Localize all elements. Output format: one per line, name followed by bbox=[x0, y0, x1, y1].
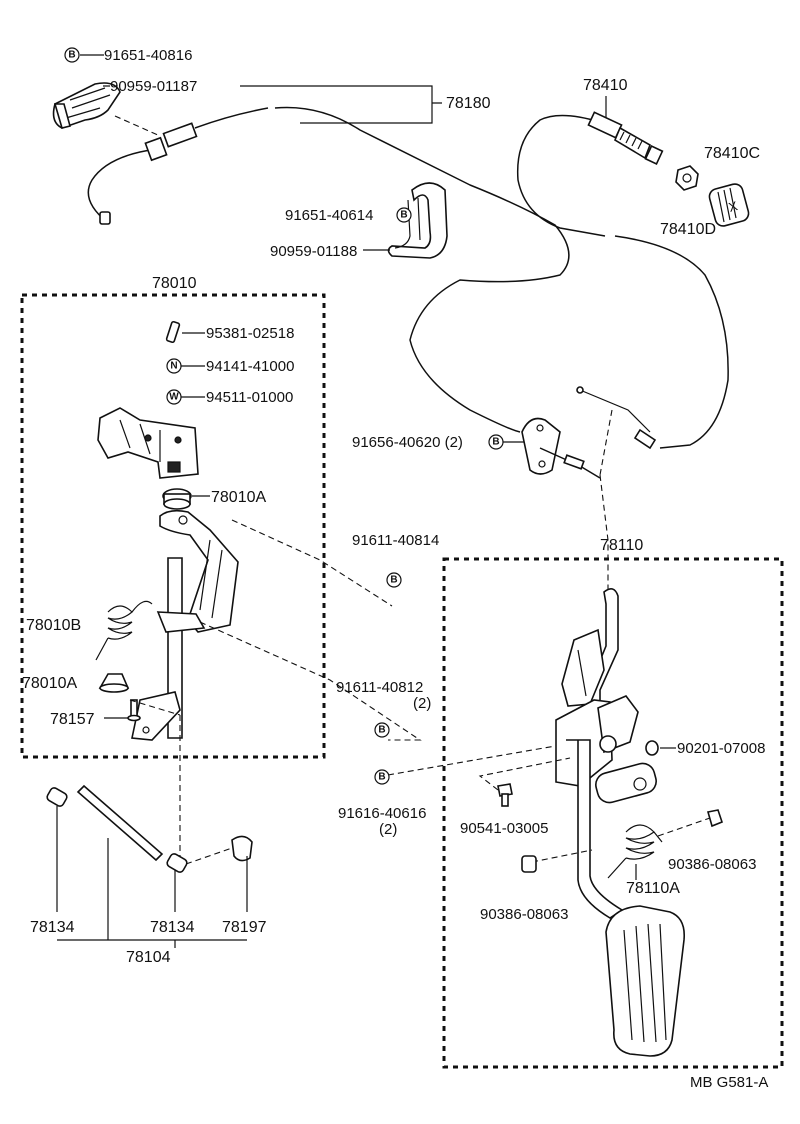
pin-95381-02518 bbox=[165, 320, 181, 344]
label-78157: 78157 bbox=[50, 711, 95, 728]
label-91616-40616-qty: (2) bbox=[379, 821, 397, 838]
nut-78410D bbox=[675, 165, 699, 191]
label-91651-40816: 91651-40816 bbox=[104, 47, 192, 64]
bracket-part bbox=[97, 407, 199, 479]
leaders-78104 bbox=[56, 806, 248, 948]
screw-90541-03005 bbox=[497, 783, 513, 807]
label-78110: 78110 bbox=[600, 537, 643, 554]
label-78410D: 78410D bbox=[660, 221, 716, 238]
label-90959-01188: 90959-01188 bbox=[270, 243, 357, 260]
svg-text:B: B bbox=[378, 772, 385, 783]
label-78110A: 78110A bbox=[626, 880, 680, 897]
cable-78410 bbox=[516, 111, 729, 450]
bushing-78134-left bbox=[46, 787, 68, 807]
clip-part-top-left bbox=[52, 82, 121, 129]
label-78010A-top: 78010A bbox=[211, 489, 266, 506]
b-marker-1: B bbox=[64, 47, 80, 63]
spring-78010B bbox=[95, 600, 153, 661]
label-94141-41000: 94141-41000 bbox=[206, 358, 294, 375]
spring-78110A bbox=[607, 824, 663, 879]
nut-78010A-bottom bbox=[98, 673, 130, 693]
label-91611-40812-qty: (2) bbox=[413, 695, 431, 712]
pedal-arm bbox=[555, 588, 657, 919]
label-78104: 78104 bbox=[126, 949, 171, 966]
shaft-rod bbox=[76, 784, 164, 862]
assembly-box-78010 bbox=[20, 293, 326, 759]
label-91611-40812: 91611-40812 bbox=[336, 679, 423, 696]
svg-text:B: B bbox=[492, 437, 499, 448]
dash-bolt-upper bbox=[231, 519, 393, 607]
label-78134-left: 78134 bbox=[30, 919, 75, 936]
n-marker: N bbox=[166, 358, 182, 374]
label-78134-right: 78134 bbox=[150, 919, 195, 936]
label-90386-08063-right: 90386-08063 bbox=[668, 856, 756, 873]
leader-90959-01187 bbox=[103, 85, 442, 124]
dash-cable-down bbox=[599, 409, 613, 596]
bushing-90386-08063-left bbox=[521, 855, 537, 873]
dash-clip-78197 bbox=[185, 847, 233, 865]
grommet-78010A-top bbox=[162, 488, 192, 510]
label-78010B: 78010B bbox=[26, 617, 81, 634]
dash-clip-to-cable bbox=[114, 115, 161, 137]
dash-spring bbox=[531, 817, 711, 863]
svg-text:B: B bbox=[390, 575, 397, 586]
label-90201-07008: 90201-07008 bbox=[677, 740, 765, 757]
svg-text:W: W bbox=[169, 392, 179, 403]
b-marker-2: B bbox=[396, 207, 412, 223]
clip-90201-07008 bbox=[645, 740, 659, 756]
clamp-part bbox=[387, 182, 448, 259]
dash-screw bbox=[478, 757, 571, 791]
label-78410: 78410 bbox=[583, 77, 628, 94]
assembly-box-78110 bbox=[442, 557, 784, 1069]
label-90959-01187: 90959-01187 bbox=[110, 78, 197, 95]
pedal-pad bbox=[605, 905, 686, 1057]
svg-text:X: X bbox=[727, 198, 740, 215]
b-marker-6: B bbox=[374, 769, 390, 785]
label-95381-02518: 95381-02518 bbox=[206, 325, 294, 342]
svg-text:B: B bbox=[400, 210, 407, 221]
label-78410C: 78410C bbox=[704, 145, 760, 162]
label-91656-40620: 91656-40620 (2) bbox=[352, 434, 463, 451]
svg-text:B: B bbox=[68, 50, 75, 61]
dash-bolt-lower bbox=[199, 621, 422, 741]
label-91651-40614: 91651-40614 bbox=[285, 207, 373, 224]
label-78180: 78180 bbox=[446, 95, 491, 112]
dash-arm-down bbox=[129, 699, 181, 862]
label-78010A-bottom: 78010A bbox=[22, 675, 77, 692]
label-90386-08063-left: 90386-08063 bbox=[480, 906, 568, 923]
diagram-code: MB G581-A bbox=[690, 1074, 768, 1091]
label-91616-40616: 91616-40616 bbox=[338, 805, 426, 822]
cable-bracket bbox=[521, 417, 601, 479]
label-78197: 78197 bbox=[222, 919, 267, 936]
cable-78180-end bbox=[87, 106, 570, 433]
lever-arm bbox=[131, 509, 239, 741]
bushing-90386-08063-right bbox=[706, 809, 723, 828]
b-marker-5: B bbox=[374, 722, 390, 738]
label-78010: 78010 bbox=[152, 275, 197, 292]
b-marker-3: B bbox=[488, 434, 504, 450]
label-94511-01000: 94511-01000 bbox=[206, 389, 293, 406]
svg-text:B: B bbox=[378, 725, 385, 736]
w-marker: W bbox=[166, 389, 182, 405]
svg-text:N: N bbox=[170, 361, 177, 372]
b-marker-4: B bbox=[386, 572, 402, 588]
clip-78197 bbox=[231, 835, 253, 862]
label-91611-40814: 91611-40814 bbox=[352, 532, 439, 549]
label-90541-03005: 90541-03005 bbox=[460, 820, 548, 837]
bushing-78134-right bbox=[166, 853, 188, 873]
knob-78410C: X bbox=[708, 183, 750, 227]
